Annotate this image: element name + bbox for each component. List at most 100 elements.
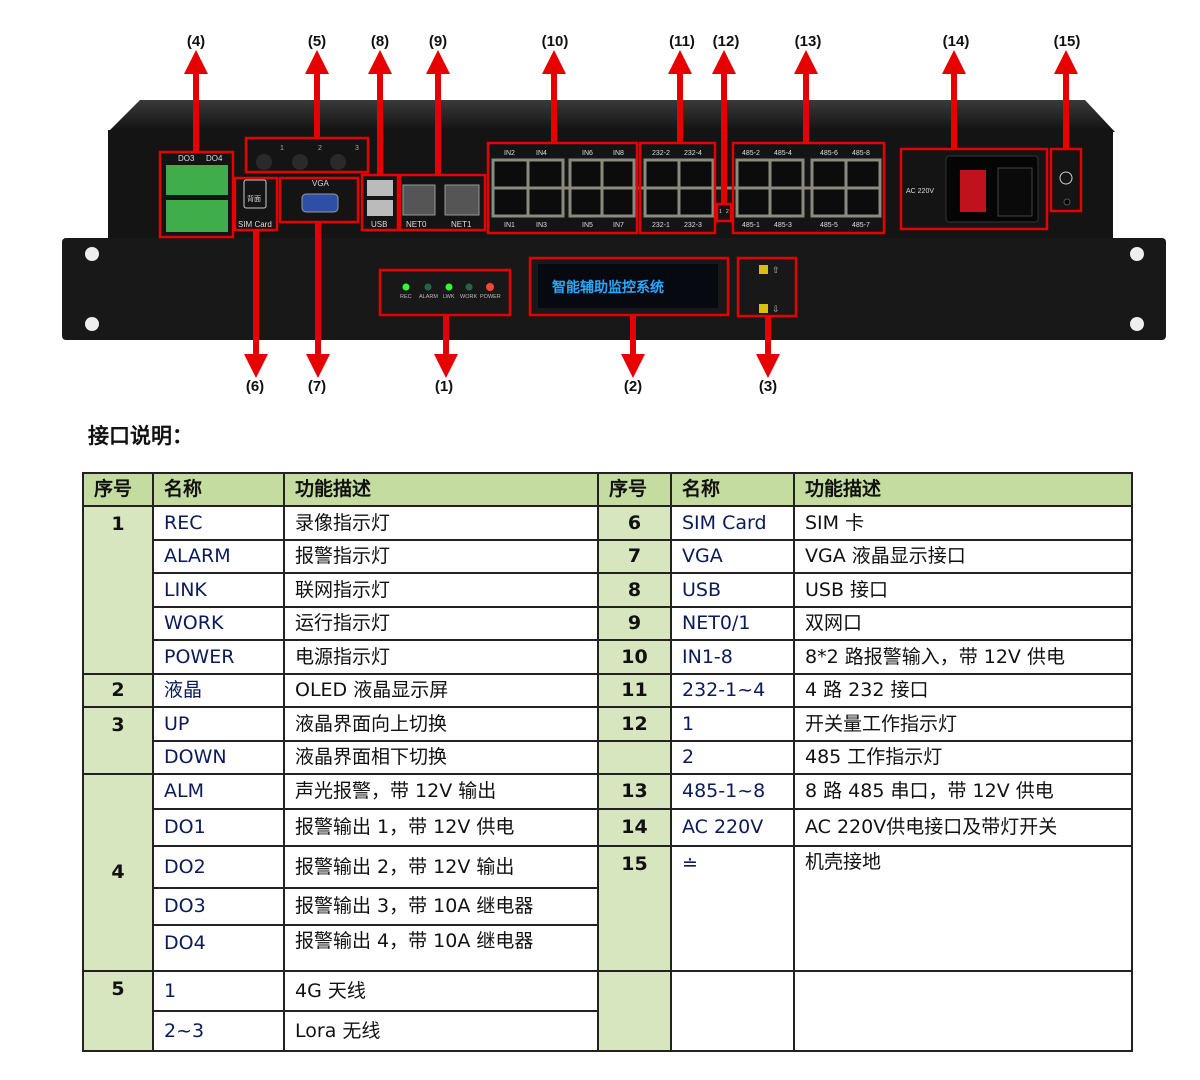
svg-text:(10): (10) — [542, 33, 569, 50]
svg-text:(8): (8) — [371, 33, 389, 50]
do3-label: DO3 — [178, 154, 195, 163]
svg-text:(1): (1) — [435, 378, 453, 395]
svg-text:ALARM: ALARM — [419, 294, 438, 300]
header-name: 名称 — [152, 472, 285, 507]
header-name: 名称 — [670, 472, 795, 507]
svg-text:IN8: IN8 — [613, 150, 624, 157]
sim-card-slot: 背面 SIM Card — [238, 179, 272, 229]
section-heading: 接口说明： — [88, 424, 193, 448]
svg-text:智能辅助监控系统: 智能辅助监控系统 — [551, 279, 664, 295]
svg-text:IN5: IN5 — [582, 222, 593, 229]
svg-text:⇩: ⇩ — [772, 304, 780, 314]
ground-terminal — [1059, 171, 1073, 206]
rack-hole — [85, 247, 99, 261]
antenna-group: 1 2 3 — [256, 145, 359, 170]
svg-text:IN2: IN2 — [504, 150, 515, 157]
svg-text:485-4: 485-4 — [774, 150, 792, 157]
antenna-2-icon: 2 — [318, 145, 322, 152]
svg-text:AC 220V: AC 220V — [906, 188, 934, 195]
callout-arrows — [184, 50, 1078, 378]
svg-text:USB: USB — [371, 220, 387, 229]
svg-text:(13): (13) — [795, 33, 822, 50]
callout-labels: (4)(5)(8)(9) (10)(11)(12)(13) (14)(15) (… — [187, 33, 1081, 395]
svg-text:2: 2 — [726, 209, 729, 215]
power-inlet: AC 220V — [906, 155, 1039, 223]
svg-text:VGA: VGA — [312, 179, 330, 188]
svg-text:232-1: 232-1 — [652, 222, 670, 229]
do-terminal-block: DO3 DO4 — [166, 154, 228, 232]
svg-text:485-1: 485-1 — [742, 222, 760, 229]
svg-text:(4): (4) — [187, 33, 205, 50]
rack-hole — [85, 317, 99, 331]
svg-text:485-7: 485-7 — [852, 222, 870, 229]
svg-text:IN6: IN6 — [582, 150, 593, 157]
vga-port: VGA — [301, 179, 339, 213]
svg-text:232-4: 232-4 — [684, 150, 702, 157]
svg-text:IN7: IN7 — [613, 222, 624, 229]
svg-text:(9): (9) — [429, 33, 447, 50]
svg-text:LWK: LWK — [443, 294, 455, 300]
svg-text:NET1: NET1 — [451, 220, 472, 229]
chassis-top — [108, 100, 1115, 132]
svg-text:IN4: IN4 — [536, 150, 547, 157]
header-seq: 序号 — [597, 472, 672, 507]
svg-text:WORK: WORK — [460, 294, 477, 300]
svg-text:(12): (12) — [713, 33, 740, 50]
rack-hole — [1130, 247, 1144, 261]
svg-text:IN3: IN3 — [536, 222, 547, 229]
svg-text:(11): (11) — [669, 33, 695, 50]
svg-text:485-2: 485-2 — [742, 150, 760, 157]
net-ports: NET0 NET1 — [402, 184, 480, 229]
usb-ports: USB — [367, 180, 393, 229]
rack-hole — [1130, 317, 1144, 331]
svg-text:(5): (5) — [308, 33, 326, 50]
oled-display: 智能辅助监控系统 — [538, 264, 718, 308]
svg-text:REC: REC — [400, 294, 412, 300]
svg-text:IN1: IN1 — [504, 222, 515, 229]
svg-text:232-3: 232-3 — [684, 222, 702, 229]
do4-label: DO4 — [206, 154, 223, 163]
header-seq: 序号 — [82, 472, 154, 507]
svg-text:NET0: NET0 — [406, 220, 427, 229]
svg-text:485-8: 485-8 — [852, 150, 870, 157]
svg-text:(7): (7) — [308, 378, 326, 395]
svg-text:1: 1 — [719, 209, 722, 215]
svg-text:(15): (15) — [1054, 33, 1081, 50]
antenna-3-icon: 3 — [355, 145, 359, 152]
svg-text:485-3: 485-3 — [774, 222, 792, 229]
header-desc: 功能描述 — [793, 472, 1133, 507]
svg-text:485-6: 485-6 — [820, 150, 838, 157]
svg-text:485-5: 485-5 — [820, 222, 838, 229]
table-row-empty — [597, 970, 1133, 1052]
device-front-panel-photo: DO3 DO4 1 2 3 背面 SIM Card VGA USB NET0 N… — [62, 33, 1166, 395]
svg-text:⇧: ⇧ — [772, 265, 780, 275]
svg-text:POWER: POWER — [480, 294, 501, 300]
svg-text:(6): (6) — [246, 378, 264, 395]
svg-text:背面: 背面 — [247, 194, 261, 203]
